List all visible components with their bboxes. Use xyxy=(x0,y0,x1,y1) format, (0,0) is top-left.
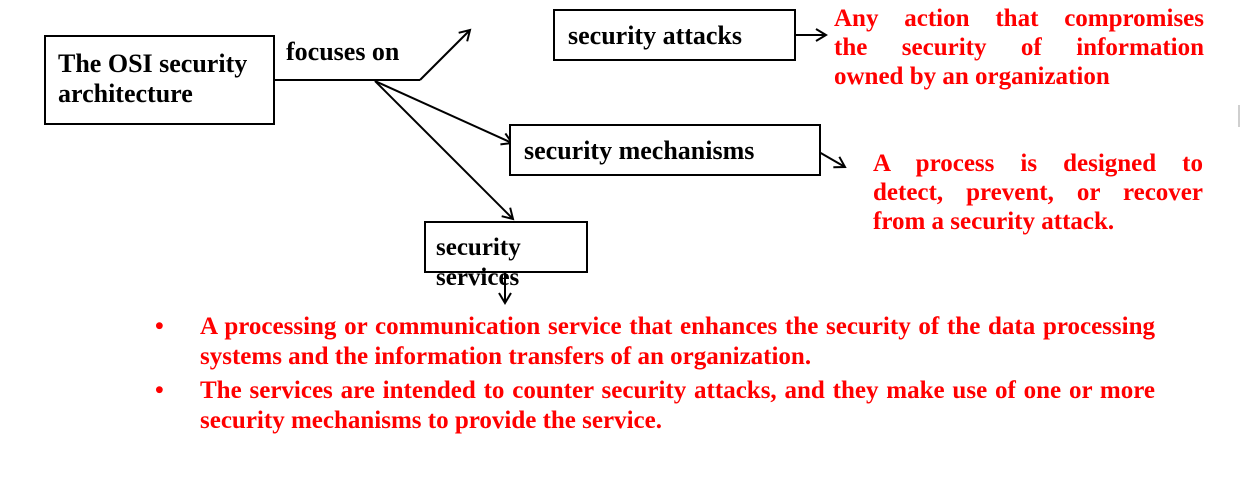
services-bullet-item: • The services are intended to counter s… xyxy=(155,376,1155,436)
node-security-services: security services xyxy=(424,221,588,291)
attacks-description-line2: the security of information xyxy=(834,34,1204,61)
arrow-mechanisms-description xyxy=(818,151,847,169)
node-security-services-label: security services xyxy=(436,234,521,291)
node-security-attacks-label: security attacks xyxy=(568,21,743,50)
services-bullet-text: The services are intended to counter sec… xyxy=(200,377,1155,434)
arrow-to-mechanisms xyxy=(374,80,514,146)
focuses-on-label: focuses on xyxy=(286,37,400,66)
attacks-description: Any action that compromises the security… xyxy=(834,4,1204,91)
services-bullet-item: • A processing or communication service … xyxy=(155,312,1155,372)
bullet-icon: • xyxy=(155,313,164,340)
mechanisms-description: A process is designed to detect, prevent… xyxy=(873,149,1203,236)
arrow-to-services xyxy=(374,80,515,221)
bullet-icon: • xyxy=(155,377,164,404)
slide-edge-divider xyxy=(1238,105,1240,127)
attacks-description-line3: owned by an organization xyxy=(834,63,1110,90)
root-label-line2: architecture xyxy=(58,79,193,108)
node-security-attacks: security attacks xyxy=(553,9,796,61)
root-label-line1: The OSI security xyxy=(58,49,248,78)
node-security-mechanisms-label: security mechanisms xyxy=(524,136,755,165)
mechanisms-description-line1: A process is designed to xyxy=(873,150,1203,177)
mechanisms-description-line2: detect, prevent, or recover xyxy=(873,179,1203,206)
services-bullet-text: A processing or communication service th… xyxy=(200,313,1155,370)
mechanisms-description-line3: from a security attack. xyxy=(873,208,1115,235)
attacks-description-line1: Any action that compromises xyxy=(834,5,1204,32)
services-description-bullets: • A processing or communication service … xyxy=(155,312,1155,436)
node-security-mechanisms: security mechanisms xyxy=(509,124,821,176)
arrow-to-attacks xyxy=(419,28,472,81)
root-box-osi-security-architecture: The OSI security architecture xyxy=(44,35,275,125)
